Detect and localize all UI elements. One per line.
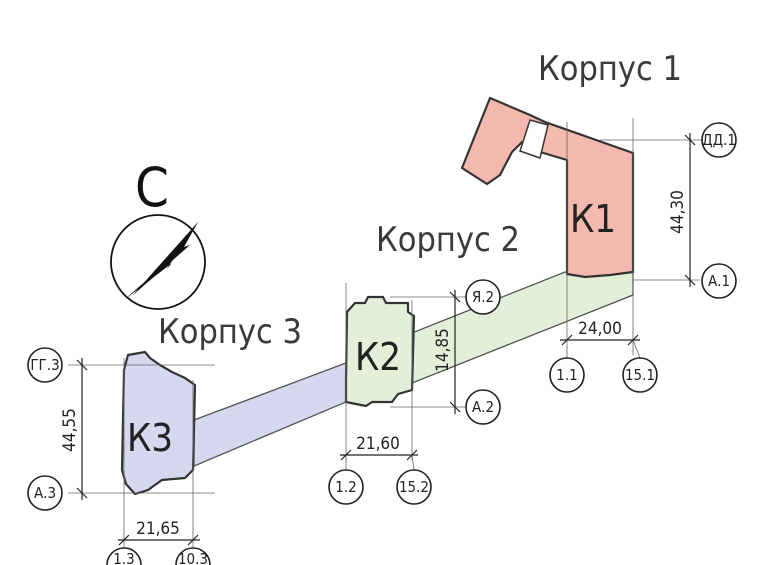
axis-bubble-k1-top: ДД.1 — [701, 122, 737, 158]
svg-text:ГГ.3: ГГ.3 — [30, 356, 59, 374]
axis-bubble-k2-left: 1.2 — [328, 469, 364, 505]
axis-bubble-k2-right: 15.2 — [396, 469, 432, 505]
axis-bubble-k2-top: Я.2 — [465, 279, 501, 315]
axis-bubble-k1-right: 15.1 — [622, 357, 658, 393]
building-k3-title: Корпус 3 — [158, 312, 302, 352]
svg-text:15.2: 15.2 — [399, 478, 429, 496]
building-k3-code: К3 — [127, 416, 173, 460]
north-label: С — [135, 156, 169, 219]
link-k3-k2 — [193, 362, 347, 467]
north-arrow-icon — [110, 214, 206, 310]
k1-height-label: 44,30 — [668, 190, 688, 234]
svg-text:15.1: 15.1 — [625, 366, 655, 384]
building-k1-gap — [519, 119, 549, 159]
axis-bubble-k1-bottom: А.1 — [701, 263, 737, 299]
building-k1-title: Корпус 1 — [538, 49, 682, 89]
svg-text:1.1: 1.1 — [556, 366, 577, 384]
building-k2-code: К2 — [355, 335, 401, 379]
svg-text:1.2: 1.2 — [335, 478, 356, 496]
building-k2-title: Корпус 2 — [376, 220, 520, 260]
k3-width-label: 21,65 — [136, 519, 180, 539]
axis-bubble-k3-bottom: А.3 — [27, 475, 63, 511]
k3-height-label: 44,55 — [60, 408, 80, 452]
axis-bubble-k3-left: 1.3 — [106, 547, 142, 565]
svg-text:А.3: А.3 — [34, 484, 56, 502]
axis-bubble-k3-right: 10.3 — [175, 547, 211, 565]
svg-text:А.2: А.2 — [472, 398, 494, 416]
building-k1-code: К1 — [570, 197, 616, 241]
svg-text:10.3: 10.3 — [178, 550, 208, 565]
k2-width-label: 21,60 — [356, 434, 400, 454]
k2-height-label: 14,85 — [433, 328, 453, 372]
svg-text:А.1: А.1 — [708, 272, 730, 290]
axis-bubble-k3-top: ГГ.3 — [27, 347, 63, 383]
axis-bubble-k1-left: 1.1 — [549, 357, 585, 393]
k1-width-label: 24,00 — [578, 319, 622, 339]
svg-text:1.3: 1.3 — [113, 550, 134, 565]
svg-text:ДД.1: ДД.1 — [702, 131, 736, 149]
svg-text:Я.2: Я.2 — [472, 288, 494, 306]
axis-bubble-k2-bottom: А.2 — [465, 389, 501, 425]
